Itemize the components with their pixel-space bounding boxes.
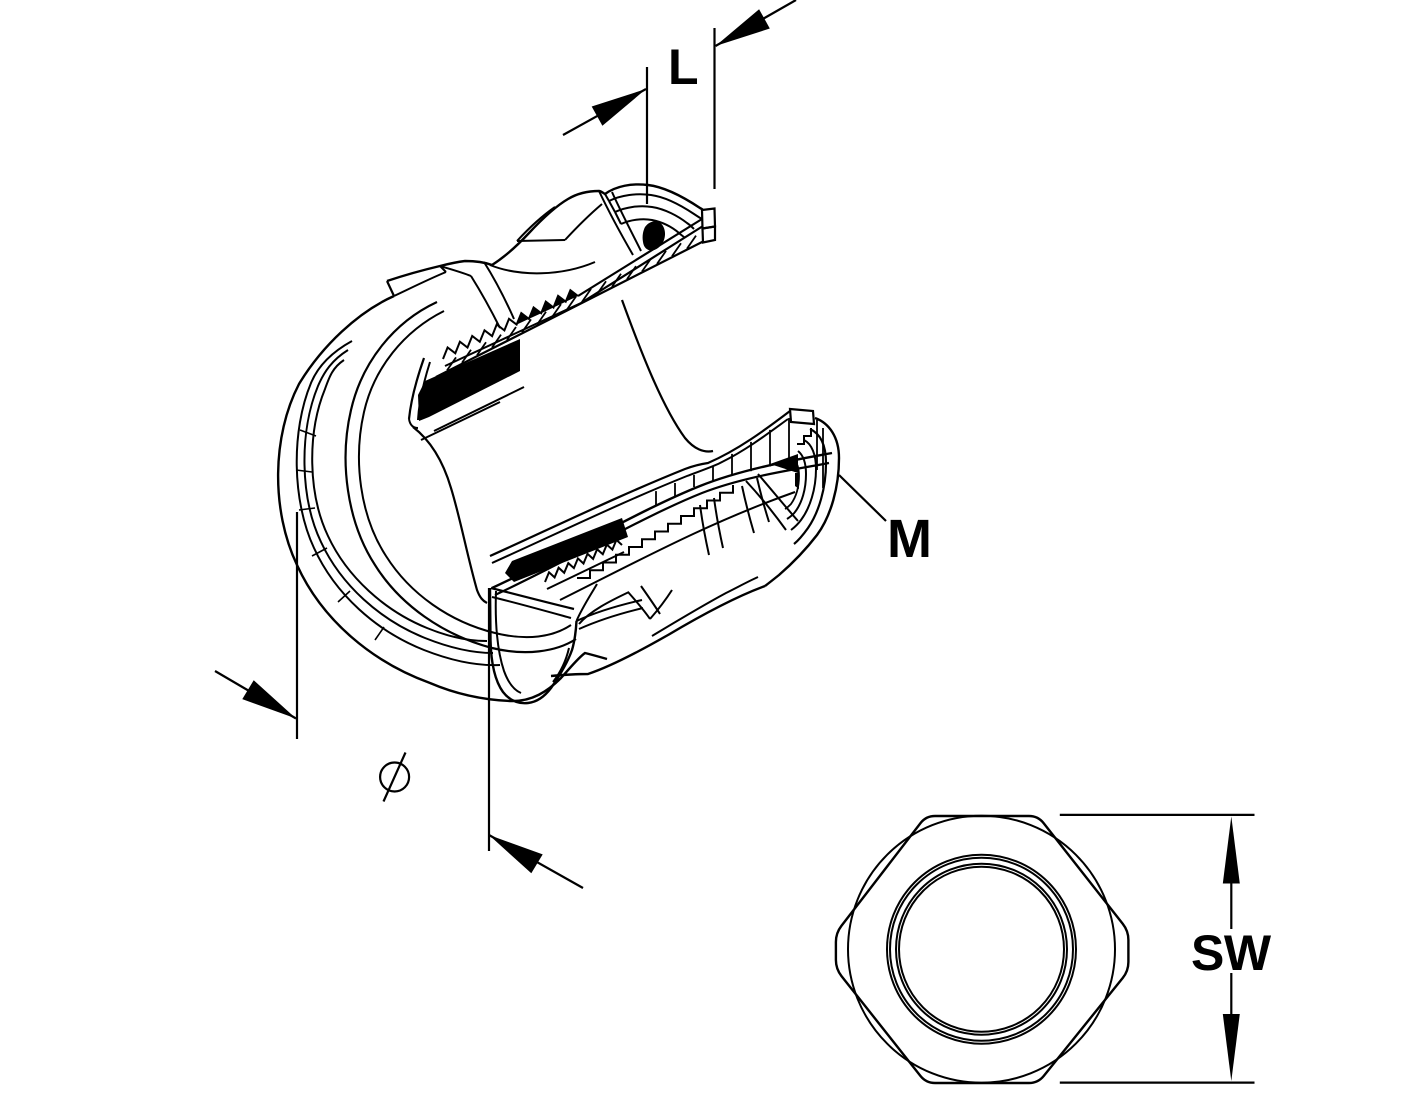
svg-text:M: M: [887, 509, 932, 569]
svg-text:SW: SW: [1191, 925, 1272, 981]
svg-text:L: L: [668, 39, 699, 95]
